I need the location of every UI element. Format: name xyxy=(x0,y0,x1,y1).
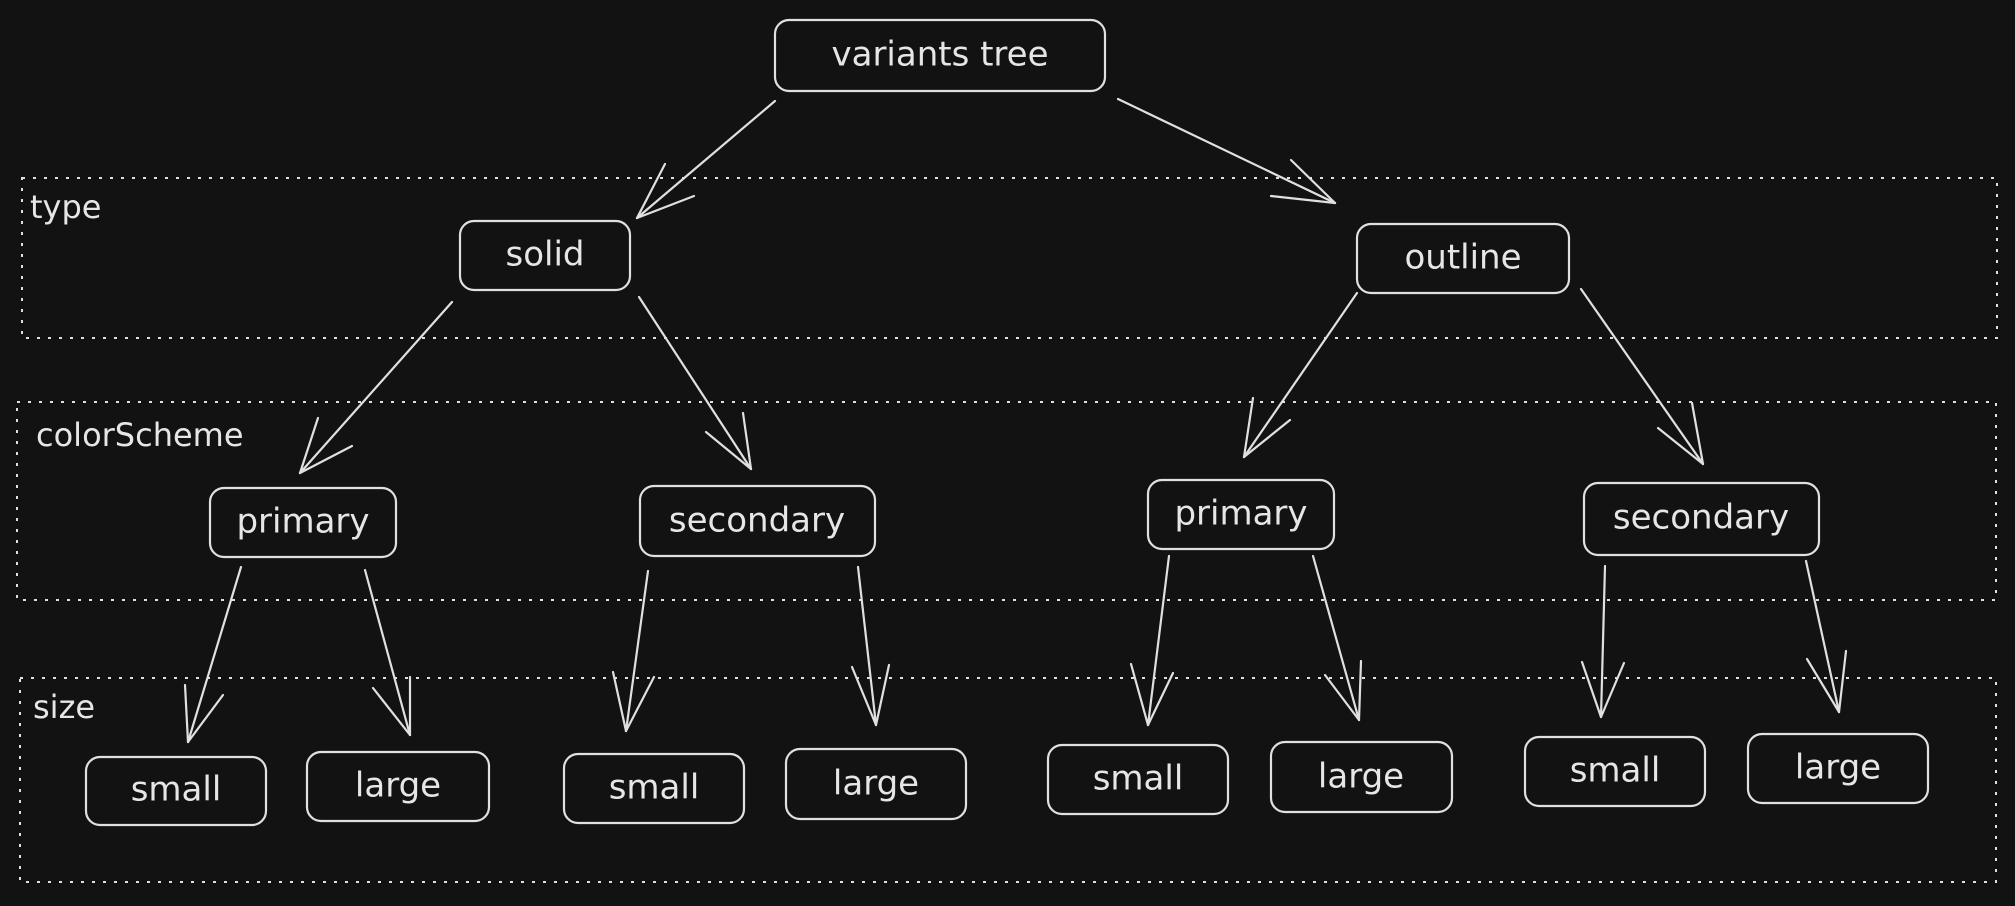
edge-solid-primary-small xyxy=(183,565,243,744)
node-outline-secondary-small[interactable]: small xyxy=(1523,735,1707,808)
node-outline-secondary-large[interactable]: large xyxy=(1746,732,1930,805)
node-outline-primary-large[interactable]: large xyxy=(1269,740,1454,814)
node-solid-secondary[interactable]: secondary xyxy=(638,484,877,558)
edge-outline-secondary-small xyxy=(1580,564,1626,719)
node-solid-secondary-label: secondary xyxy=(669,501,845,541)
group-type-frame xyxy=(21,177,1998,339)
node-solid-primary-label: primary xyxy=(236,502,369,542)
edges xyxy=(183,97,1848,744)
node-solid-primary-large-label: large xyxy=(355,766,441,806)
node-solid-primary-small-label: small xyxy=(131,770,222,810)
node-solid-primary-small[interactable]: small xyxy=(84,755,268,827)
node-root[interactable]: variants tree xyxy=(773,18,1107,93)
node-solid-secondary-large-label: large xyxy=(833,764,919,804)
edge-solid-secondary xyxy=(637,295,753,471)
node-solid-secondary-large[interactable]: large xyxy=(784,747,968,821)
node-outline-secondary-label: secondary xyxy=(1613,498,1789,538)
group-type-label: type xyxy=(30,188,101,226)
node-outline-primary-small-label: small xyxy=(1093,759,1184,799)
nodes: variants tree solid outline primary seco… xyxy=(84,18,1930,827)
node-outline-primary-small[interactable]: small xyxy=(1046,743,1230,816)
node-outline-primary[interactable]: primary xyxy=(1146,478,1336,551)
node-root-label: variants tree xyxy=(831,35,1048,75)
group-colorscheme: colorScheme xyxy=(16,401,1997,601)
edge-outline-secondary-large xyxy=(1804,559,1848,714)
node-solid-primary[interactable]: primary xyxy=(208,486,398,559)
node-solid-secondary-small-label: small xyxy=(609,768,700,808)
node-solid-primary-large[interactable]: large xyxy=(305,750,491,823)
node-solid-secondary-small[interactable]: small xyxy=(562,752,746,825)
edge-outline-primary-large xyxy=(1311,554,1363,722)
node-outline-primary-label: primary xyxy=(1174,494,1307,534)
node-outline[interactable]: outline xyxy=(1355,222,1571,295)
group-colorscheme-label: colorScheme xyxy=(36,416,244,454)
edge-solid-primary-large xyxy=(363,568,412,737)
edge-outline-primary xyxy=(1242,291,1359,459)
group-size-frame xyxy=(19,677,1997,883)
node-outline-secondary-small-label: small xyxy=(1570,751,1661,791)
node-outline-secondary[interactable]: secondary xyxy=(1582,481,1821,557)
group-type: type xyxy=(21,177,1998,339)
edge-solid-secondary-large xyxy=(850,565,891,727)
edge-solid-secondary-small xyxy=(611,569,656,733)
node-solid[interactable]: solid xyxy=(458,219,632,292)
node-outline-primary-large-label: large xyxy=(1318,757,1404,797)
edge-solid-primary xyxy=(298,300,454,475)
edge-root-outline xyxy=(1116,97,1337,205)
node-outline-secondary-large-label: large xyxy=(1795,748,1881,788)
edge-outline-secondary xyxy=(1579,287,1705,466)
edge-outline-primary-small xyxy=(1129,554,1175,727)
group-size-label: size xyxy=(33,688,95,726)
node-outline-label: outline xyxy=(1404,238,1521,278)
node-solid-label: solid xyxy=(506,235,585,275)
edge-root-solid xyxy=(635,99,777,220)
group-size: size xyxy=(19,677,1997,883)
